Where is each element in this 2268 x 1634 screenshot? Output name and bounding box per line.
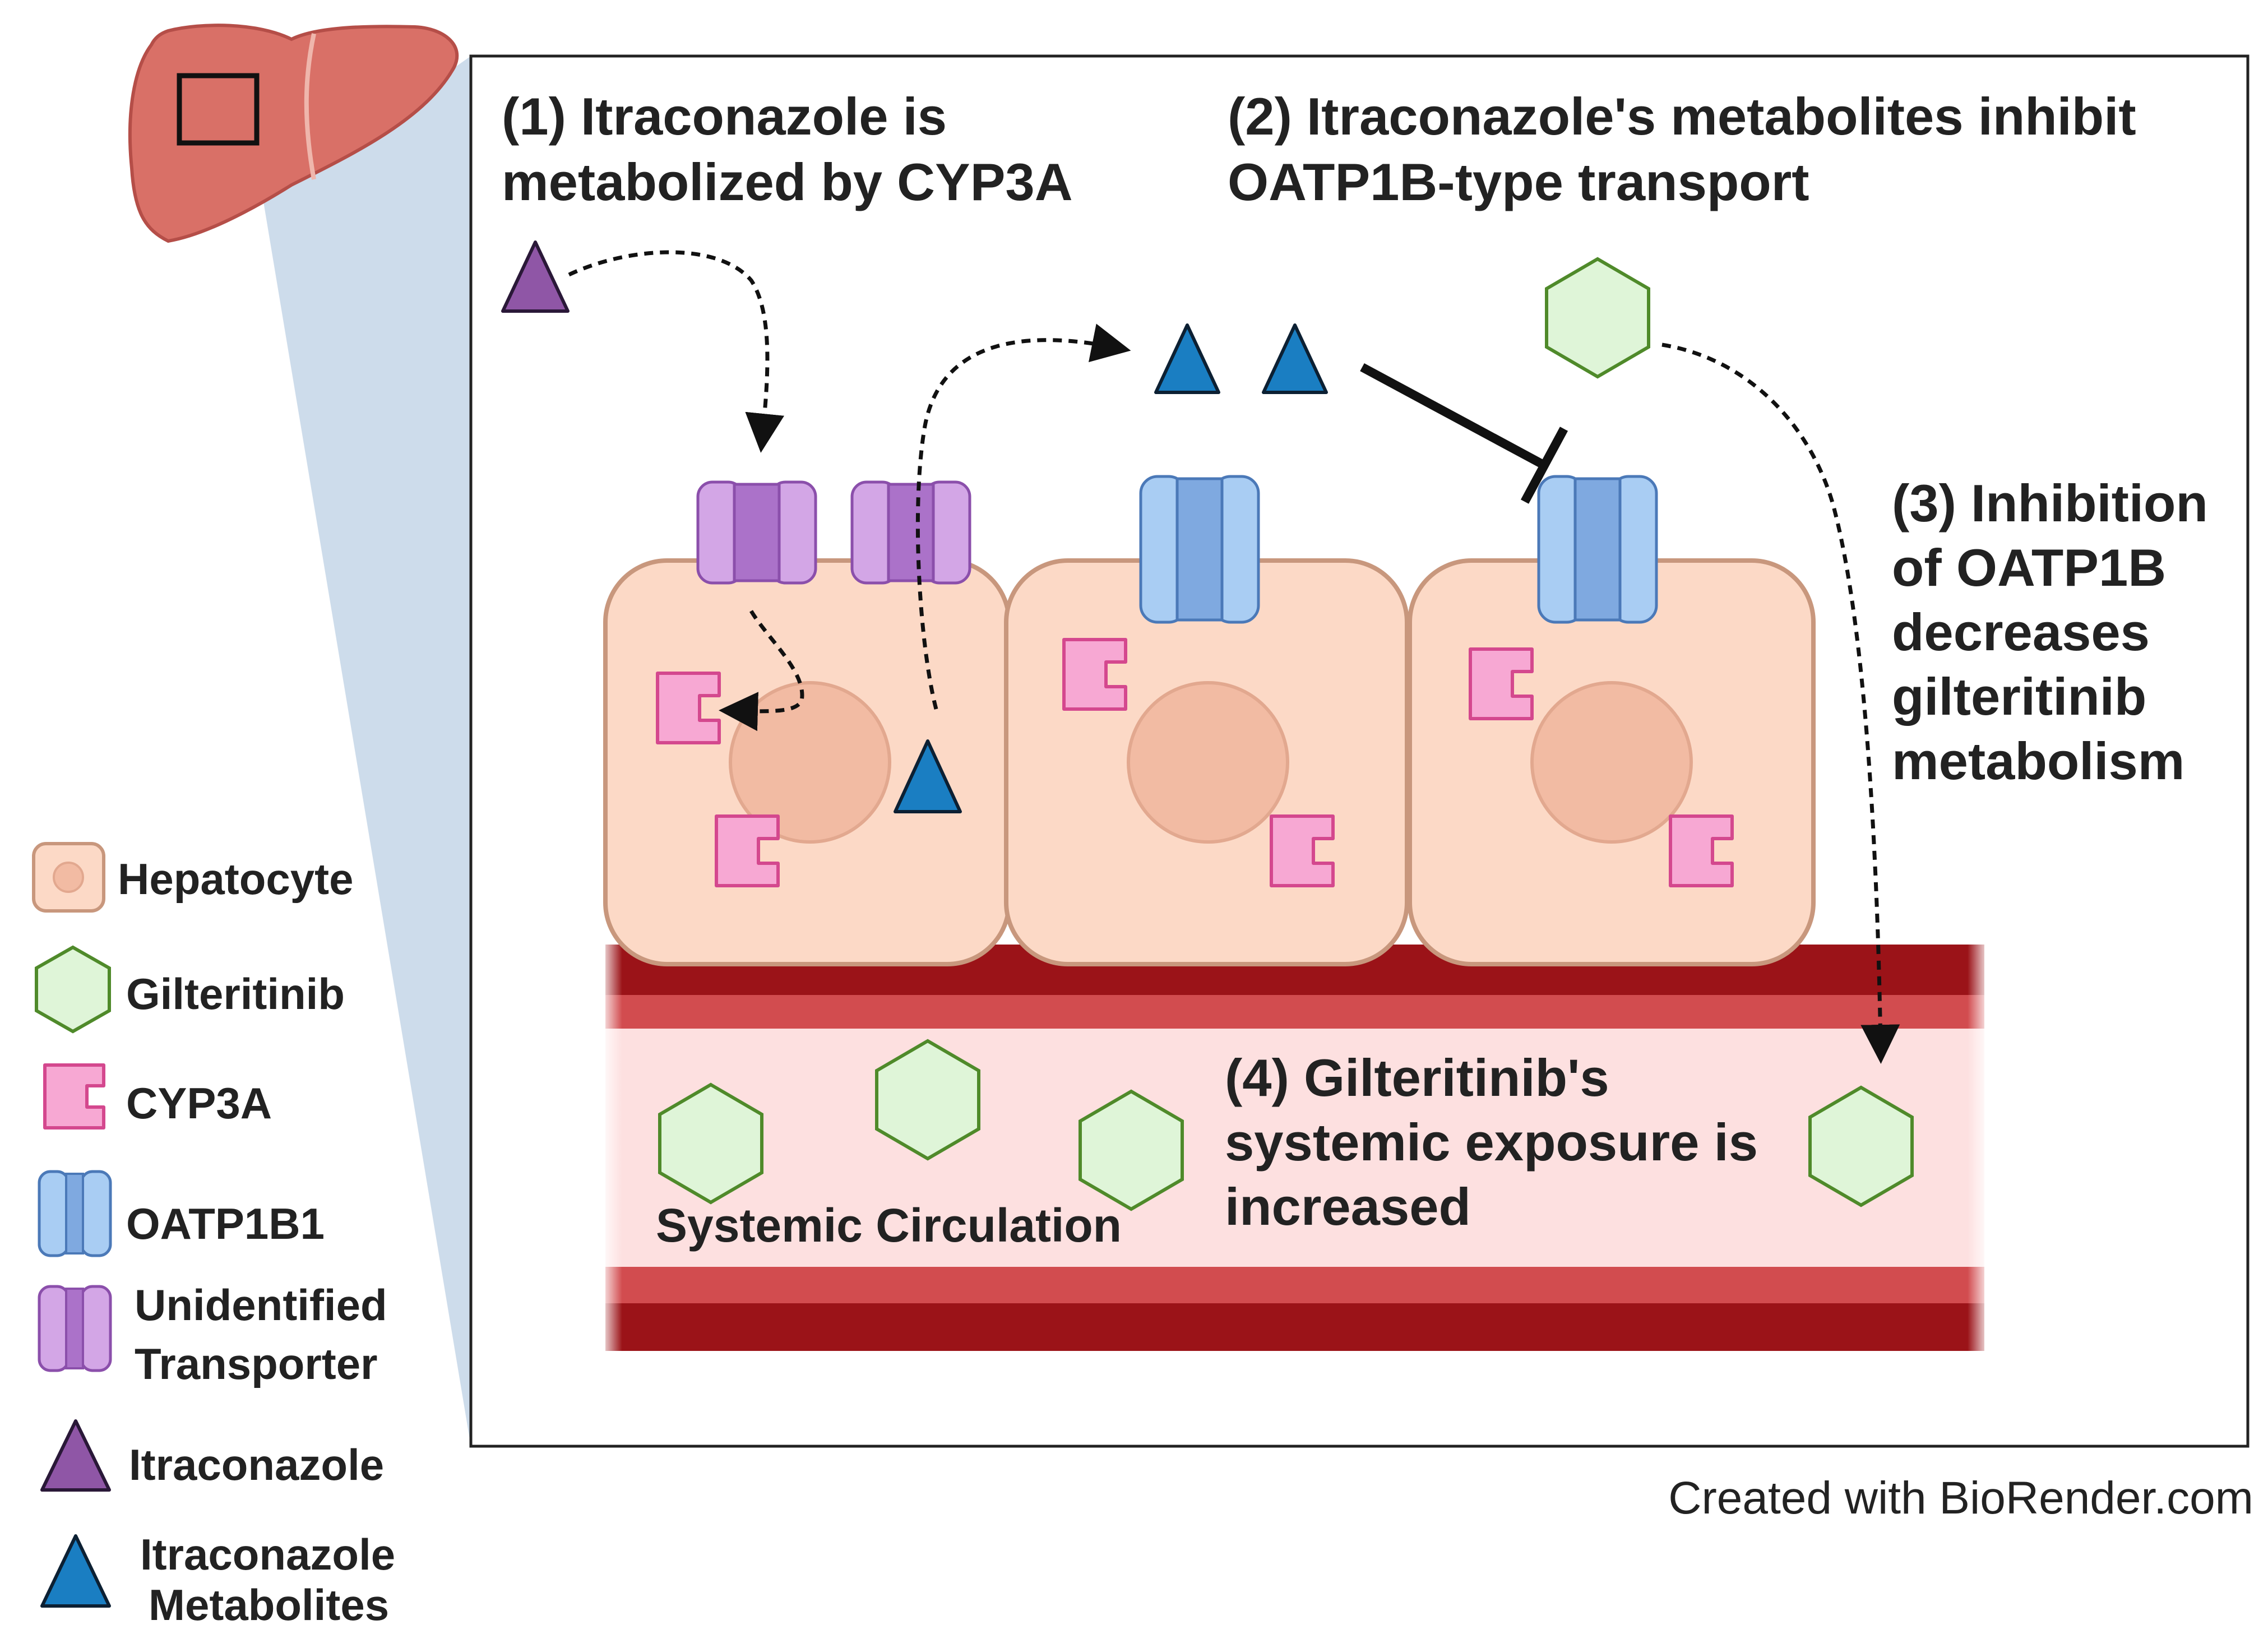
- step-1-text: (1) Itraconazole is metabolized by CYP3A: [502, 87, 1073, 211]
- legend-oatp1b1-icon: [38, 1170, 112, 1257]
- hepatocyte-1: [603, 558, 1011, 966]
- legend-metabolites-icon: [40, 1534, 111, 1608]
- inhibition-arrow-icon: [1360, 363, 1568, 504]
- unidentified-transporter-1: [698, 482, 816, 583]
- legend-metabolites-label: Itraconazole Metabolites: [140, 1530, 408, 1630]
- legend-gilteritinib-icon: [35, 945, 111, 1034]
- step-2-text: (2) Itraconazole's metabolites inhibit O…: [1228, 87, 2151, 211]
- legend-unidentified-transporter-icon: [38, 1285, 112, 1372]
- unidentified-transporter-2: [852, 482, 970, 583]
- metabolite-molecule: [1262, 323, 1328, 394]
- legend: Hepatocyte Gilteritinib CYP3A OATP1B1 Un…: [32, 842, 408, 1630]
- metabolite-molecule: [1154, 323, 1220, 394]
- systemic-circulation-label: Systemic Circulation: [656, 1199, 1122, 1252]
- dashed-arrow-icon: [568, 250, 1900, 1064]
- legend-hepatocyte-label: Hepatocyte: [118, 854, 353, 904]
- legend-gilteritinib-label: Gilteritinib: [126, 969, 345, 1019]
- oatp1b1-transporter-1: [1141, 476, 1258, 622]
- legend-cyp3a-icon: [43, 1063, 105, 1130]
- step-3-text: (3) Inhibition of OATP1B decreases gilte…: [1892, 474, 2223, 790]
- liver-icon: [128, 24, 471, 1446]
- step-4-text: (4) Gilteritinib's systemic exposure is …: [1225, 1048, 1772, 1236]
- legend-cyp3a-label: CYP3A: [126, 1078, 272, 1128]
- itraconazole-molecule: [501, 240, 570, 313]
- legend-unidentified-transporter-label: Unidentified Transporter: [135, 1280, 399, 1388]
- legend-oatp1b1-label: OATP1B1: [126, 1199, 325, 1248]
- legend-itraconazole-icon: [40, 1419, 111, 1492]
- credit-text: Created with BioRender.com: [1668, 1473, 2253, 1524]
- metabolite-molecule: [894, 739, 962, 813]
- legend-hepatocyte-icon: [32, 842, 105, 913]
- legend-itraconazole-label: Itraconazole: [129, 1440, 384, 1489]
- oatp1b1-transporter-2: [1539, 476, 1656, 622]
